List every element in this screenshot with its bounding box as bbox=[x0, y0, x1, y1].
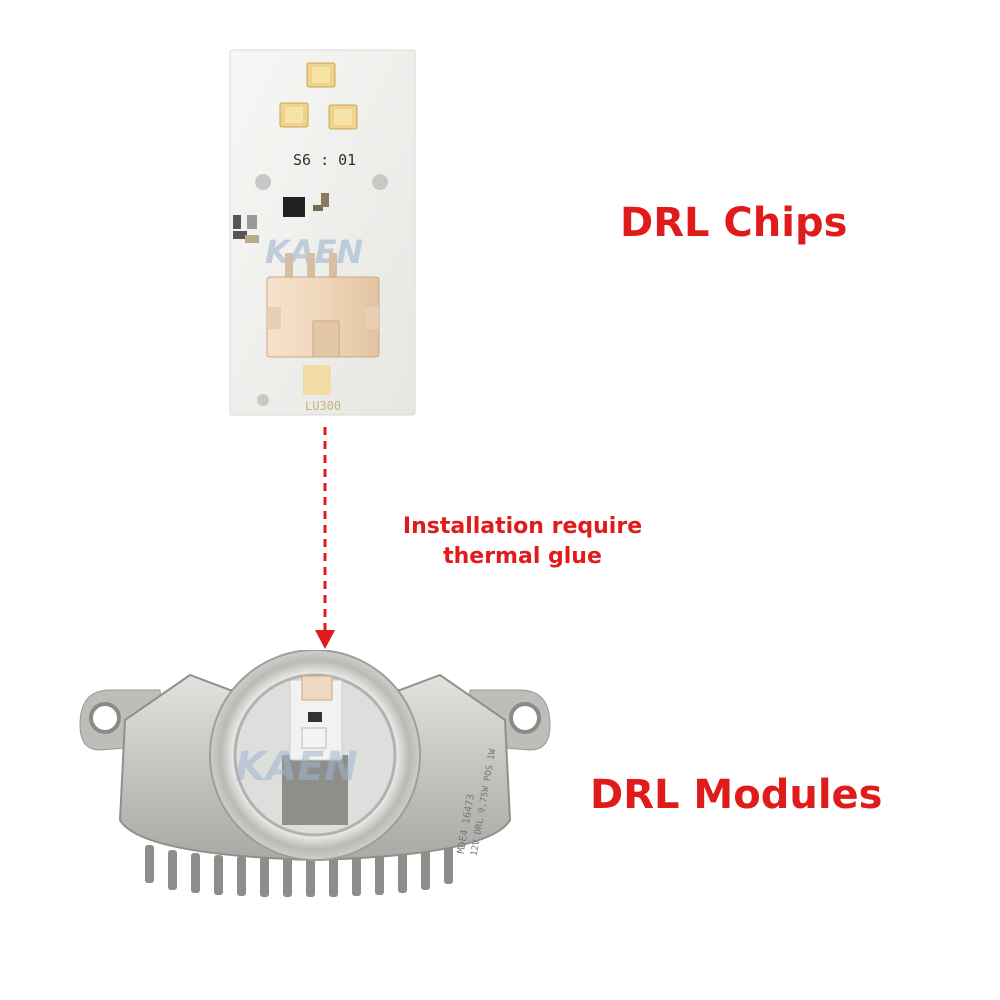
pcb-silkscreen: S6 : 01 bbox=[293, 151, 356, 169]
heatsink-fins bbox=[145, 845, 453, 897]
board-connector bbox=[266, 253, 380, 358]
drl-module-image: KAEN MDE4 16473 12V DRL 9.75W POS 1W bbox=[79, 650, 551, 897]
svg-text:LU300: LU300 bbox=[305, 399, 341, 413]
drl-modules-label: DRL Modules bbox=[590, 772, 883, 818]
installation-note: Installation require thermal glue bbox=[380, 512, 665, 572]
drl-chips-label: DRL Chips bbox=[620, 200, 848, 246]
note-line-2: thermal glue bbox=[443, 544, 602, 569]
drl-chip-board-image: S6 : 01 KAEN LU300 bbox=[229, 49, 416, 416]
watermark-logo: KAEN bbox=[235, 744, 358, 790]
led-chips bbox=[279, 62, 358, 130]
dashed-arrow bbox=[315, 427, 335, 649]
note-line-1: Installation require bbox=[402, 514, 643, 539]
installed-chip bbox=[282, 675, 348, 825]
